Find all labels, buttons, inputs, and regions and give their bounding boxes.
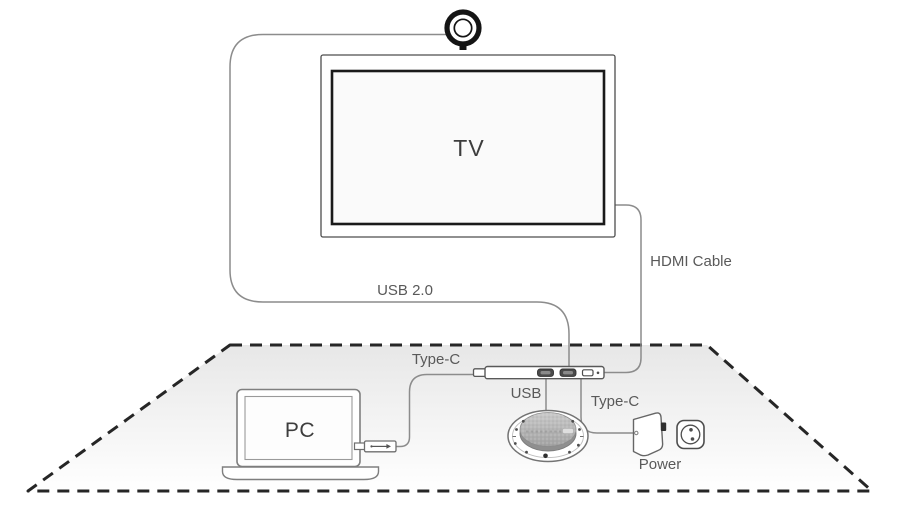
outlet-hole [689,428,693,432]
hub-led-dot [596,371,600,375]
tv-label: TV [453,135,484,161]
hdmi-cable [603,204,642,374]
tv-screen [330,69,606,226]
usb-symbol-dot [370,445,373,448]
ring-dot [521,419,525,423]
laptop-base [221,466,380,481]
ring-dot [513,442,517,445]
usb2-label: USB 2.0 [377,282,433,299]
speakerphone-grille [520,412,576,447]
pc-label: PC [285,419,315,442]
typec-power-label: Type-C [591,393,640,410]
usb-plug-tip [353,442,366,451]
ring-dot [568,450,571,454]
speakerphone-icon [507,409,589,463]
webcam-icon [444,9,482,50]
tv-icon: TV [320,54,616,238]
usb-hub-icon [472,365,605,380]
usb-speaker-label: USB [511,385,542,402]
hub-port-typec [581,369,594,377]
usb2-cable [229,33,570,368]
webcam-lens [453,18,473,38]
hub-port-usb-2-slot [563,371,573,375]
ring-dot [578,428,581,431]
hub-left-plug [472,368,487,378]
outlet-socket [680,424,701,445]
laptop-icon: PC [221,388,397,481]
mute-dot [543,453,548,459]
usb-symbol-arrow [386,444,391,449]
speakerphone-tag [562,428,574,434]
outlet-hole [690,437,695,441]
ring-dot [525,450,528,454]
power-adapter-body [632,412,664,457]
ring-dot [577,443,580,447]
ring-dot [571,419,575,423]
power-adapter-inlet [634,430,639,436]
laptop-screen [244,395,353,461]
power-label: Power [639,456,682,473]
usb-plug-icon [353,440,397,453]
hdmi-label: HDMI Cable [650,253,732,270]
cable-labels: USB 2.0 HDMI Cable Type-C USB Type-C Pow… [377,253,732,473]
power-adapter-prong [660,422,667,431]
ring-dot [515,428,518,431]
typec-cable-pc [395,373,475,448]
power-adapter-icon [632,412,667,457]
wall-outlet-icon [676,419,705,450]
hub-port-usb-1-slot [540,371,551,375]
speakerphone-ring-dots [513,419,581,459]
typec-pc-label: Type-C [412,351,461,368]
cables [229,33,642,448]
